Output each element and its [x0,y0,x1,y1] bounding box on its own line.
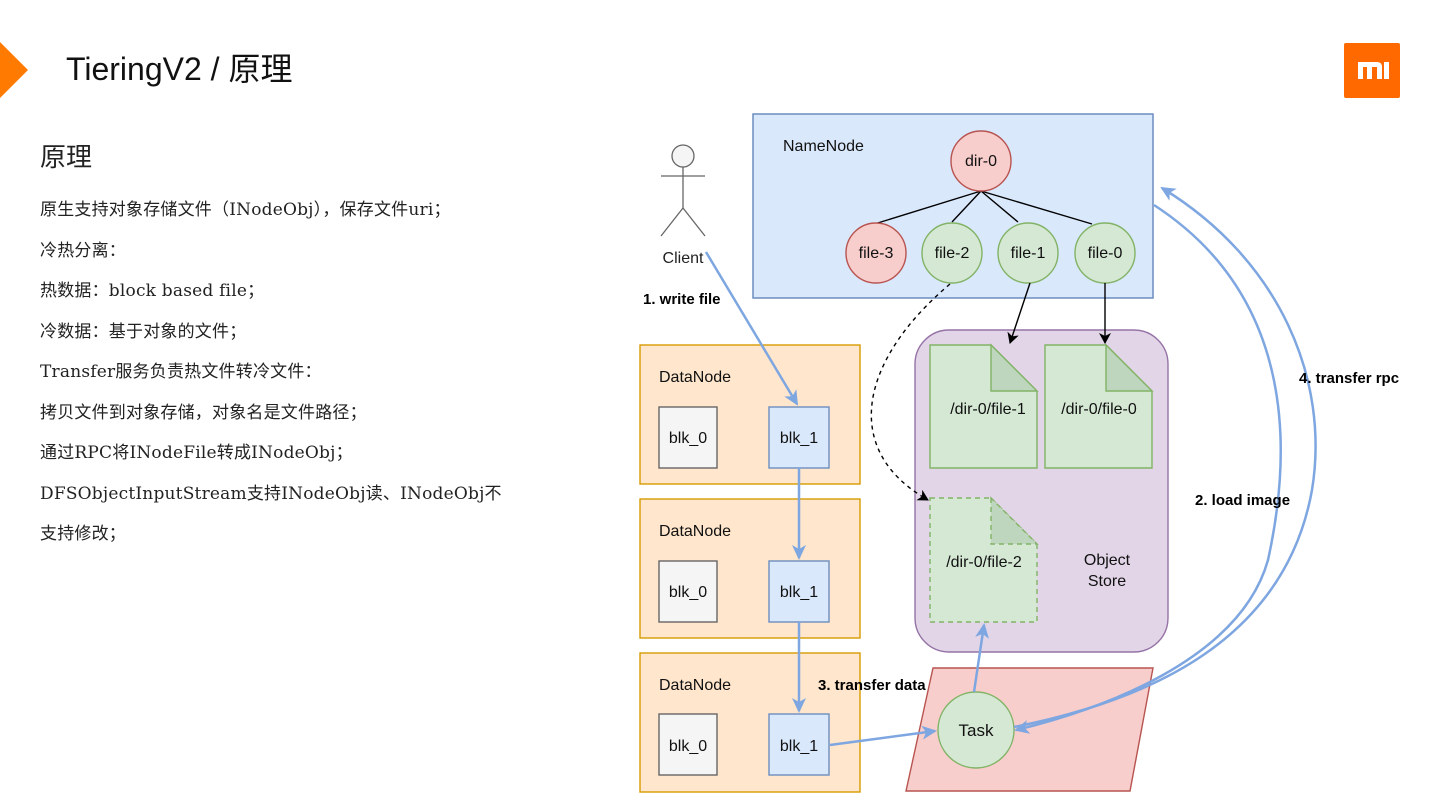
file-0-label: file-0 [1088,245,1123,262]
principle-line: 拷贝文件到对象存储，对象名是文件路径； [40,402,367,423]
file-1-to-object-arrow [1007,282,1031,344]
file-1-label: file-1 [1011,245,1046,262]
principle-line: 通过RPC将INodeFile转成INodeObj； [40,443,353,463]
object-file-2: /dir-0/file-2 [929,496,1039,623]
datanode-3-blk1 [768,713,830,776]
datanode-2-blk0 [658,560,718,623]
client-actor-icon [660,144,706,237]
object-file-0: /dir-0/file-0 [1044,343,1154,469]
accent-triangle [0,42,28,98]
namenode-label: NameNode [783,138,864,155]
datanode-3-blk0 [658,713,718,776]
datanode-3: DataNode blk_0 blk_1 [639,652,861,793]
object-file-2-label: /dir-0/file-2 [946,554,1022,571]
datanode-1-blk0-label: blk_0 [669,430,707,447]
file-2-to-object-dashed-arrow [870,283,951,501]
datanode-1: DataNode blk_0 blk_1 [639,344,861,485]
datanode-1-label: DataNode [659,369,731,386]
file-2-node [921,222,983,284]
file-3-label: file-3 [859,245,894,262]
task-node [937,691,1015,769]
file-2-label: file-2 [935,245,970,262]
namespace-tree-edges [867,190,1093,227]
dir-0-node [950,130,1012,192]
principle-line: 冷数据：基于对象的文件； [40,321,247,342]
principle-line: 冷热分离： [40,240,126,261]
page-title: TieringV2 / 原理 [66,51,293,87]
section-title: 原理 [40,143,93,173]
datanode-2-blk0-label: blk_0 [669,584,707,601]
datanode-2-blk1-label: blk_1 [780,584,818,601]
step-transfer-rpc-label: 4. transfer rpc [1299,370,1399,387]
datanode-1-blk0 [658,406,718,469]
object-file-1: /dir-0/file-1 [929,343,1039,469]
datanode-3-label: DataNode [659,677,731,694]
transfer-rpc-arrow [1013,186,1317,729]
task-label: Task [959,721,994,740]
step-write-file-label: 1. write file [643,291,721,308]
write-file-arrow [704,251,799,406]
step-load-image-label: 2. load image [1195,492,1290,509]
datanode-3-blk0-label: blk_0 [669,738,707,755]
object-file-1-label: /dir-0/file-1 [950,401,1026,418]
client-label: Client [663,250,704,267]
principle-line: 支持修改； [40,524,126,544]
flow-arrows [704,186,1317,747]
mi-logo-icon [1344,43,1400,98]
principle-line: 原生支持对象存储文件（INodeObj），保存文件uri； [40,200,451,220]
datanode-1-blk1-label: blk_1 [780,430,818,447]
principle-list: 原生支持对象存储文件（INodeObj），保存文件uri； 冷热分离： 热数据：… [40,190,600,555]
file-1-node [997,222,1059,284]
dir-0-label: dir-0 [965,153,997,170]
object-store-label-line1: Object [1084,552,1131,569]
datanode-3-blk1-label: blk_1 [780,738,818,755]
principle-line: 热数据：block based file； [40,281,265,301]
datanode-2-blk1 [768,560,830,623]
file-3-node [845,222,907,284]
datanode-1-blk1 [768,406,830,469]
transfer-data-arrow [829,725,937,747]
datanode-2: DataNode blk_0 blk_1 [639,498,861,639]
object-store-label-line2: Store [1088,573,1126,590]
principle-line: DFSObjectInputStream支持INodeObj读、INodeObj… [40,483,502,504]
datanode-2-label: DataNode [659,523,731,540]
upload-object-arrow [972,623,990,693]
object-file-0-label: /dir-0/file-0 [1061,401,1137,418]
step-transfer-data-label: 3. transfer data [818,677,926,694]
principle-line: Transfer服务负责热文件转冷文件： [40,362,322,382]
